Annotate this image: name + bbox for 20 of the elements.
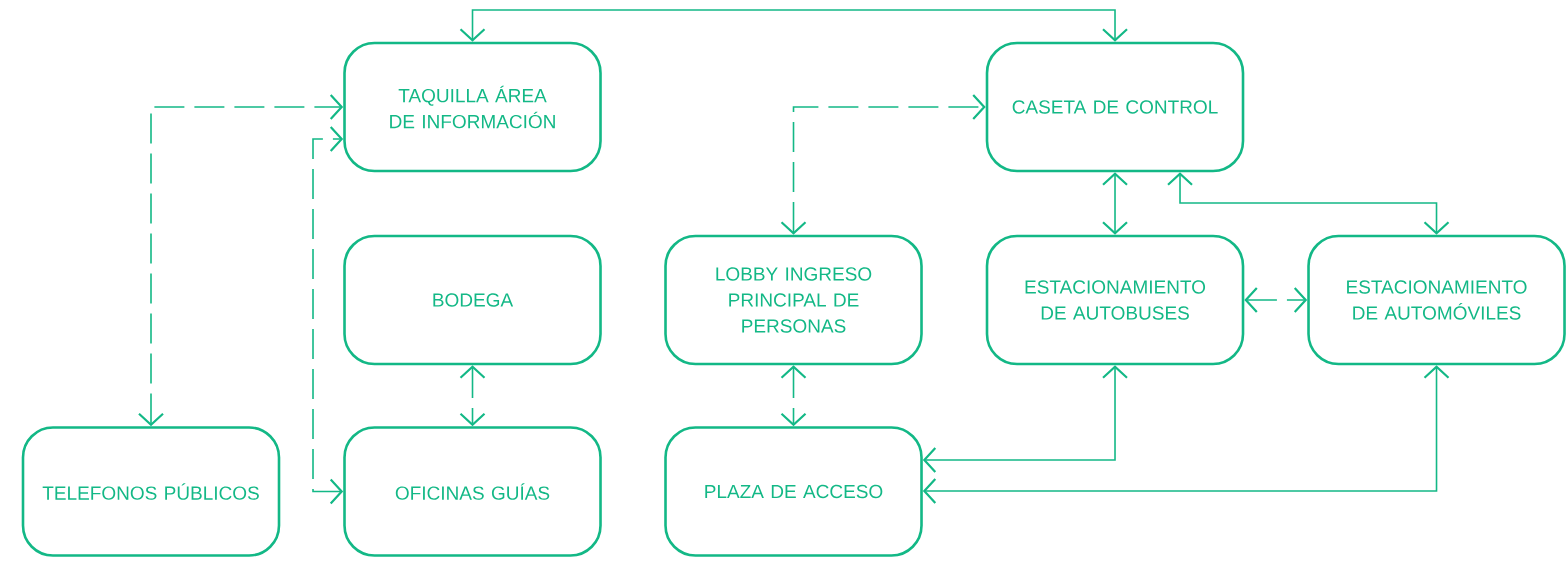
process-box: PLAZA DE ACCESO xyxy=(664,426,923,557)
process-box: ESTACIONAMIENTO DE AUTOBUSES xyxy=(985,234,1245,366)
arrow xyxy=(922,365,1128,473)
process-box: BODEGA xyxy=(343,234,602,366)
arrow xyxy=(1167,172,1450,235)
process-box: LOBBY INGRESO PRINCIPAL DE PERSONAS xyxy=(664,234,923,366)
arrow xyxy=(459,365,486,427)
process-box: TELEFONOS PÚBLICOS xyxy=(21,426,281,557)
arrow xyxy=(780,94,986,235)
arrow xyxy=(780,365,807,427)
process-box: TAQUILLA ÁREA DE INFORMACIÓN xyxy=(343,41,602,173)
arrow xyxy=(138,94,344,427)
arrow xyxy=(459,9,1128,42)
process-box: CASETA DE CONTROL xyxy=(985,41,1245,173)
arrow xyxy=(922,365,1450,504)
arrow xyxy=(1102,172,1128,235)
process-box: OFICINAS GUÍAS xyxy=(343,426,602,557)
arrow xyxy=(1244,287,1308,313)
arrow xyxy=(312,126,344,505)
process-box: ESTACIONAMIENTO DE AUTOMÓVILES xyxy=(1307,234,1566,366)
